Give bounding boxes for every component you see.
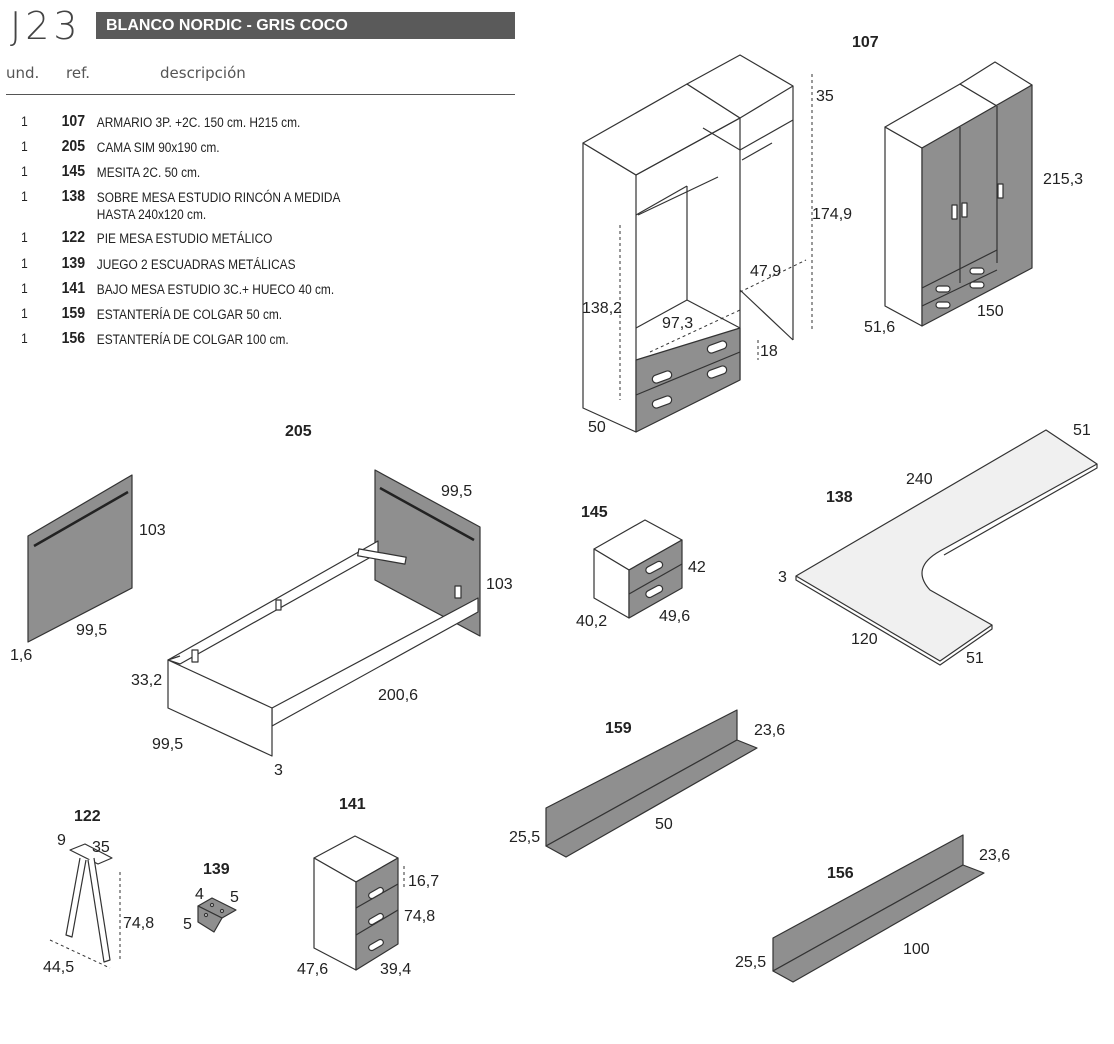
dim-label: 51 [966,650,984,667]
dim-label: 74,8 [123,915,154,932]
dim-label: 4 [195,886,204,903]
dim-label: 44,5 [43,959,74,976]
label-122: 122 [74,808,101,825]
item-ref: 107 [61,113,86,130]
dim-label: 25,5 [509,829,540,846]
item-und: 1 [21,230,28,245]
dim-label: 215,3 [1043,171,1083,188]
nightstand-drawing [593,519,683,619]
composition-title: BLANCO NORDIC - GRIS COCO [96,12,515,39]
label-145: 145 [581,504,608,521]
label-139: 139 [203,861,230,878]
item-ref: 122 [61,229,86,246]
item-desc: ESTANTERÍA DE COLGAR 100 cm. [96,332,289,347]
item-ref: 145 [61,163,86,180]
dim-label: 47,6 [297,961,328,978]
item-und: 1 [21,164,28,179]
dim-label: 3 [778,569,787,586]
dim-label: 100 [903,941,930,958]
item-ref: 141 [61,280,86,297]
dim-label: 174,9 [812,206,852,223]
item-und: 1 [21,331,28,346]
dim-label: 150 [977,303,1004,320]
drawer-unit-drawing [313,835,405,971]
bed-drawing [27,469,481,757]
shelf-159-drawing [545,709,758,858]
item-desc: SOBRE MESA ESTUDIO RINCÓN A MEDIDA HASTA … [97,189,341,223]
dim-label: 240 [906,471,933,488]
label-141: 141 [339,796,366,813]
desk-top-drawing [795,429,1098,666]
dim-label: 42 [688,559,706,576]
header-divider [6,94,515,95]
dim-label: 47,9 [750,263,781,280]
dim-label: 99,5 [441,483,472,500]
dim-label: 51,6 [864,319,895,336]
dim-label: 5 [230,889,239,906]
dim-label: 18 [760,343,778,360]
item-ref: 159 [61,305,86,322]
item-und: 1 [21,306,28,321]
col-ref-header: ref. [66,64,91,82]
item-desc-line1: SOBRE MESA ESTUDIO RINCÓN A MEDIDA [96,190,341,205]
dim-label: 9 [57,832,66,849]
dim-label: 103 [139,522,166,539]
dim-label: 5 [183,916,192,933]
dim-label: 200,6 [378,687,418,704]
label-205: 205 [285,423,312,440]
dim-label: 35 [92,839,110,856]
item-desc: BAJO MESA ESTUDIO 3C.+ HUECO 40 cm. [96,282,335,297]
item-ref: 138 [61,188,86,205]
bracket-drawing [197,897,237,933]
dim-label: 33,2 [131,672,162,689]
dim-label: 50 [655,816,673,833]
dim-label: 1,6 [10,647,32,664]
item-desc-line2: HASTA 240x120 cm. [96,207,207,222]
item-desc: CAMA SIM 90x190 cm. [96,140,220,155]
dim-label: 50 [588,419,606,436]
dim-label: 3 [274,762,283,779]
composition-code: J23 [10,4,82,48]
dim-label: 97,3 [662,315,693,332]
label-107: 107 [852,34,879,51]
wardrobe-closed-drawing [884,61,1033,327]
dim-label: 51 [1073,422,1091,439]
item-und: 1 [21,189,28,204]
desk-leg-drawing [49,843,121,969]
item-und: 1 [21,256,28,271]
item-desc: MESITA 2C. 50 cm. [96,165,201,180]
dim-label: 120 [851,631,878,648]
dim-label: 23,6 [979,847,1010,864]
col-und-header: und. [6,64,40,82]
dim-label: 35 [816,88,834,105]
label-138: 138 [826,489,853,506]
dim-label: 49,6 [659,608,690,625]
label-159: 159 [605,720,632,737]
shelf-156-drawing [772,834,985,983]
item-ref: 205 [61,138,86,155]
item-und: 1 [21,114,28,129]
dim-label: 23,6 [754,722,785,739]
dim-label: 16,7 [408,873,439,890]
dim-label: 25,5 [735,954,766,971]
dim-label: 138,2 [582,300,622,317]
label-156: 156 [827,865,854,882]
dim-label: 74,8 [404,908,435,925]
dim-label: 103 [486,576,513,593]
item-desc: JUEGO 2 ESCUADRAS METÁLICAS [96,257,296,272]
dim-label: 40,2 [576,613,607,630]
dim-label: 99,5 [152,736,183,753]
item-und: 1 [21,139,28,154]
item-desc: PIE MESA ESTUDIO METÁLICO [96,231,273,246]
wardrobe-open-drawing [582,54,813,433]
item-und: 1 [21,281,28,296]
item-desc: ARMARIO 3P. +2C. 150 cm. H215 cm. [96,115,301,130]
item-desc: ESTANTERÍA DE COLGAR 50 cm. [96,307,283,322]
col-desc-header: descripción [160,64,246,82]
item-ref: 156 [61,330,86,347]
dim-label: 99,5 [76,622,107,639]
dim-label: 39,4 [380,961,411,978]
item-ref: 139 [61,255,86,272]
